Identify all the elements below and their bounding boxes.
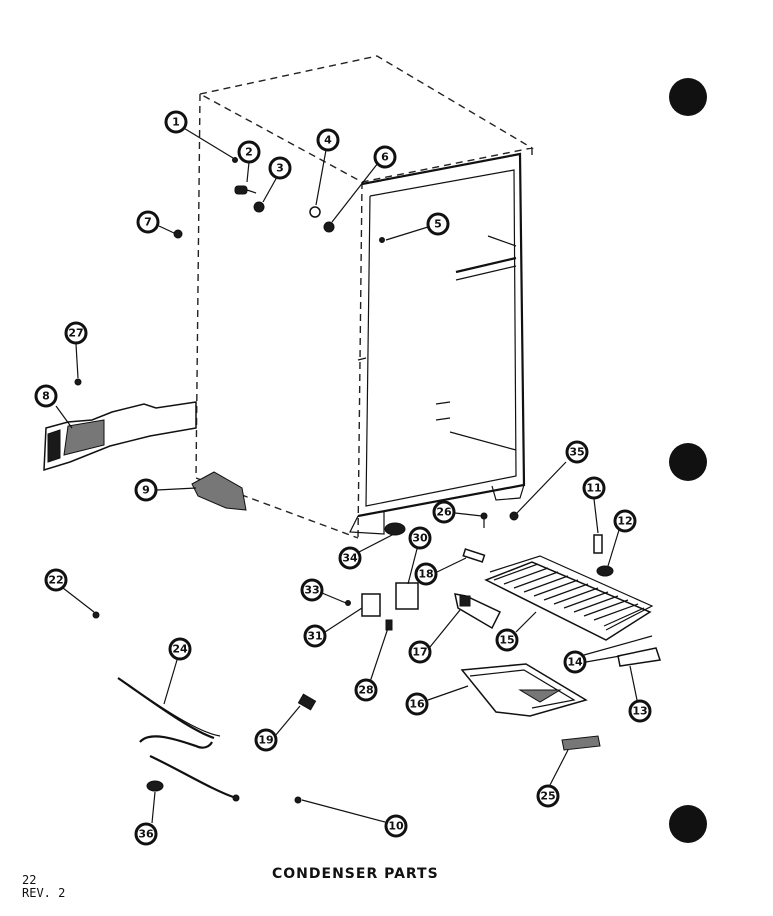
callout-22: 22: [44, 568, 68, 592]
cabinet-outline: [195, 55, 534, 539]
callout-31: 31: [303, 624, 327, 648]
svg-text:18: 18: [418, 568, 433, 581]
screw-parts-top-left: [173, 157, 385, 243]
punch-hole-middle: [669, 443, 707, 481]
callout-34: 34: [338, 546, 362, 570]
diagram-title: CONDENSER PARTS: [272, 866, 439, 882]
punch-hole-bottom: [669, 805, 707, 843]
page-number-block: 22 REV. 2: [22, 874, 65, 900]
svg-text:28: 28: [358, 684, 373, 697]
svg-text:16: 16: [409, 698, 425, 711]
leader-lines: [55, 126, 638, 824]
svg-text:5: 5: [434, 218, 442, 231]
svg-text:7: 7: [144, 216, 152, 229]
callout-1: 1: [164, 110, 188, 134]
svg-text:24: 24: [172, 643, 188, 656]
callout-36: 36: [134, 822, 158, 846]
bolt-and-washer: [593, 534, 614, 577]
svg-text:11: 11: [586, 482, 601, 495]
callout-12: 12: [613, 509, 637, 533]
svg-text:35: 35: [569, 446, 584, 459]
punch-hole-top: [669, 78, 707, 116]
callout-8: 8: [34, 384, 58, 408]
svg-text:25: 25: [540, 790, 555, 803]
callout-17: 17: [408, 640, 432, 664]
rod-and-bracket: [565, 635, 661, 667]
svg-text:14: 14: [567, 656, 583, 669]
svg-text:22: 22: [48, 574, 63, 587]
svg-text:34: 34: [342, 552, 358, 565]
svg-text:13: 13: [632, 705, 647, 718]
mounting-brackets: [345, 582, 419, 631]
callout-4: 4: [316, 128, 340, 152]
pad-part: [561, 735, 601, 751]
svg-text:1: 1: [172, 116, 180, 129]
svg-text:9: 9: [142, 484, 150, 497]
callout-16: 16: [405, 692, 429, 716]
svg-text:2: 2: [245, 146, 253, 159]
callout-11: 11: [582, 476, 606, 500]
svg-text:15: 15: [499, 634, 514, 647]
callout-13: 13: [628, 699, 652, 723]
callout-14: 14: [563, 650, 587, 674]
callout-28-label: 28: [354, 678, 378, 702]
svg-text:36: 36: [138, 828, 154, 841]
condenser-coil: [484, 555, 654, 641]
callout-15: 15: [495, 628, 519, 652]
callout-6: 6: [373, 145, 397, 169]
insulation-block: [191, 471, 247, 511]
svg-text:12: 12: [617, 515, 632, 528]
svg-text:30: 30: [412, 532, 428, 545]
callout-35: 35: [565, 440, 589, 464]
callout-24: 24: [168, 637, 192, 661]
screw-and-clip: [462, 511, 519, 563]
svg-text:17: 17: [412, 646, 427, 659]
revision-label: REV. 2: [22, 886, 66, 900]
svg-text:4: 4: [324, 134, 332, 147]
callout-18: 18: [414, 562, 438, 586]
svg-text:8: 8: [42, 390, 50, 403]
callout-10: 10: [384, 814, 408, 838]
callout-25: 25: [536, 784, 560, 808]
grommet-part: [384, 522, 406, 536]
left-baffle-panel: [43, 378, 197, 472]
callout-9: 9: [134, 478, 158, 502]
page-number: 22: [22, 873, 37, 887]
cabinet-front-liner: [349, 152, 526, 535]
svg-text:19: 19: [258, 734, 273, 747]
callout-33: 33: [300, 578, 324, 602]
svg-text:10: 10: [388, 820, 404, 833]
callout-5: 5: [426, 212, 450, 236]
svg-text:26: 26: [436, 506, 452, 519]
drain-pan: [460, 663, 588, 717]
callout-26: 26: [432, 500, 456, 524]
svg-text:31: 31: [307, 630, 322, 643]
svg-text:3: 3: [276, 162, 284, 175]
callout-19: 19: [254, 728, 278, 752]
wiring-harness: [92, 611, 317, 804]
callout-3: 3: [268, 156, 292, 180]
callout-2: 2: [237, 140, 261, 164]
svg-text:6: 6: [381, 151, 389, 164]
svg-text:27: 27: [68, 327, 83, 340]
fan-motor-bracket: [454, 593, 502, 630]
callout-27: 27: [64, 321, 88, 345]
svg-text:33: 33: [304, 584, 319, 597]
callout-7: 7: [136, 210, 160, 234]
callout-30: 30: [408, 526, 432, 550]
